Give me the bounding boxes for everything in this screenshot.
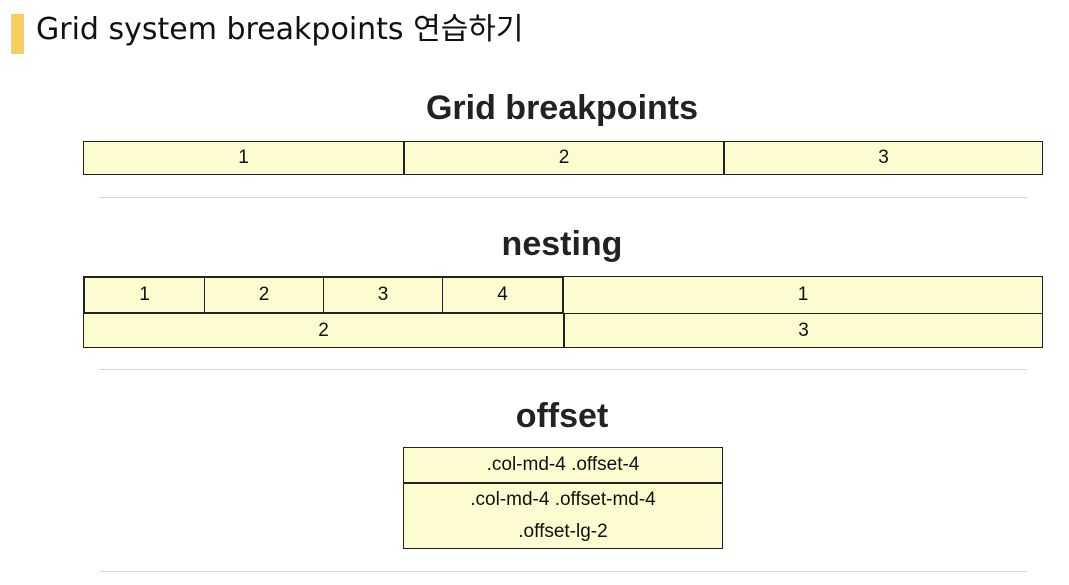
section-divider	[99, 369, 1027, 370]
nesting-bottom-right-cell: 3	[563, 313, 1043, 348]
breakpoint-cell-3: 3	[723, 141, 1043, 175]
breakpoint-cell-1: 1	[83, 141, 404, 175]
offset-row-2: .col-md-4 .offset-md-4 .offset-lg-2	[404, 484, 722, 548]
offset-box: .col-md-4 .offset-4 .col-md-4 .offset-md…	[403, 447, 723, 549]
breakpoint-cell-2: 2	[403, 141, 724, 175]
nesting-heading: nesting	[501, 225, 623, 263]
offset-row-2-line-2: .offset-lg-2	[518, 521, 608, 542]
section-divider	[99, 571, 1027, 572]
offset-heading: offset	[515, 397, 609, 435]
nested-cell-1: 1	[85, 278, 205, 312]
nested-cell-2: 2	[205, 278, 324, 312]
nesting-top-right-cell: 1	[563, 276, 1043, 314]
section-divider	[99, 197, 1027, 198]
grid-breakpoints-heading: Grid breakpoints	[425, 89, 699, 127]
nested-cell-3: 3	[324, 278, 443, 312]
nested-cell-4: 4	[443, 278, 562, 312]
nesting-bottom-left-cell: 2	[83, 313, 564, 348]
nested-row: 1 2 3 4	[83, 276, 564, 314]
offset-row-1: .col-md-4 .offset-4	[404, 448, 722, 484]
offset-row-2-line-1: .col-md-4 .offset-md-4	[470, 489, 656, 510]
page-title: Grid system breakpoints 연습하기	[36, 12, 524, 47]
title-accent-bar	[11, 14, 24, 54]
